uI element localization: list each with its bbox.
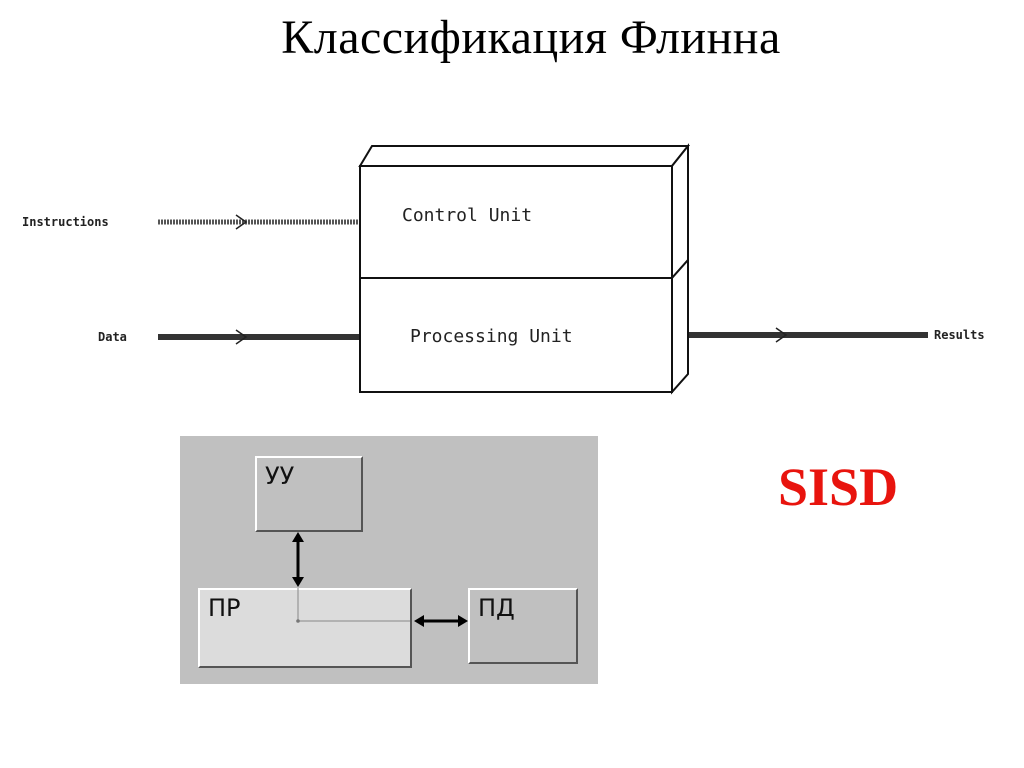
instructions-arrow-icon	[235, 214, 248, 230]
processing-unit-box: Processing Unit	[359, 257, 689, 395]
data-memory-block-label: ПД	[478, 594, 515, 622]
uu-pr-arrow-up-icon	[292, 532, 304, 542]
instructions-label: Instructions	[22, 215, 109, 229]
slide-title: Классификация Флинна	[281, 11, 781, 64]
data-memory-block: ПД	[468, 588, 578, 664]
processor-block: ПР	[198, 588, 412, 668]
results-arrow-icon	[775, 327, 788, 343]
architecture-label: SISD	[778, 457, 899, 517]
pr-pd-arrow-right-icon	[458, 615, 468, 627]
control-unit-block: УУ	[255, 456, 363, 532]
pr-pd-arrow-left-icon	[414, 615, 424, 627]
sisd-structure-diagram: УУ ПР ПД	[180, 436, 598, 684]
uu-pr-arrow-down-icon	[292, 577, 304, 587]
control-unit-label: Control Unit	[402, 205, 532, 226]
results-label: Results	[934, 328, 985, 342]
sisd-block-diagram: Instructions Data Results Control Unit P…	[22, 143, 985, 395]
processor-block-label: ПР	[208, 594, 241, 622]
control-unit-box: Control Unit	[358, 143, 691, 281]
control-unit-block-label: УУ	[265, 462, 295, 490]
data-arrow-icon	[235, 329, 248, 345]
processing-unit-label: Processing Unit	[410, 326, 573, 347]
data-label: Data	[98, 330, 127, 344]
